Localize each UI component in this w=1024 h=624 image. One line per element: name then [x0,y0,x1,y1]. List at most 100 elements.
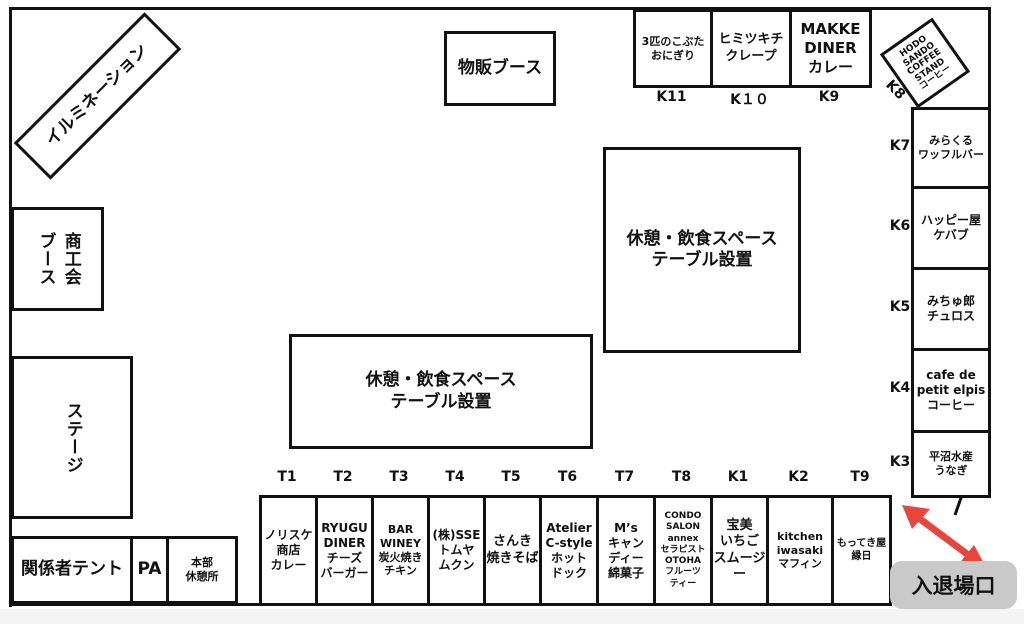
stall-line: ケバブ [933,228,969,242]
stall-line: クレープ [725,48,777,64]
stage-label: ステージ [62,401,83,474]
rest-space-1-line-2: テーブル設置 [651,250,753,270]
stall-line: トムヤ [438,543,475,557]
stall-id-label: K7 [889,138,911,154]
stall-line: カレー [270,558,307,572]
stall-line: BAR [387,523,414,536]
boundary-right [988,7,991,109]
stall-id-label: K11 [656,89,687,105]
stall-line: annex [667,533,699,544]
stall-line: ムクン [438,558,475,572]
stall-line: もってき屋 [836,538,887,549]
stall-line: SALON [665,522,701,533]
stall-K１０: ヒミツキチクレープ [710,9,792,88]
staff-tent-label: 関係者テント [21,559,123,580]
rest-space-1-line-1: 休憩・飲食スペース [626,228,778,249]
arrow-shaft [909,510,978,563]
stall-line: iwasaki [776,543,824,557]
boundary-top [10,7,991,10]
stall-line: M’s [614,520,638,535]
stall-line: フルーツ [665,567,701,578]
pa-label: PA [137,559,162,580]
stall-line: 平沼水産 [929,450,973,464]
chamber-booth-label-2: ブース [35,232,56,286]
stall-line: ホット [550,550,587,565]
stall-line: セラピスト [660,544,706,555]
stall-line: ノリスケ [264,528,313,542]
rest-space-1: 休憩・飲食スペース テーブル設置 [603,147,801,353]
stall-line: 焼きそば [486,550,539,566]
rest-space-2-line-1: 休憩・飲食スペース [365,370,517,391]
stall-line: 3匹のこぶた [641,34,705,48]
pa-booth: PA [130,536,169,604]
stall-line: チュロス [926,309,975,323]
stall-line: マフィン [778,557,822,571]
entrance-text: 入退場口 [911,574,996,598]
hq-rest-line-1: 本部 [191,556,213,570]
page-bottom-strip [0,609,1024,624]
stall-id-label: T3 [389,469,409,485]
arrow-head-up-icon [902,505,930,529]
stall-line: ティー [669,578,697,589]
stall-line: 綿菓子 [607,565,644,580]
stall-id-label: K１０ [730,92,769,108]
stall-line: おにぎり [651,48,695,62]
stall-line: DINER [323,535,366,550]
stall-line: キャン [607,535,644,550]
stall-id-label: K3 [889,454,911,470]
stall-line: ドック [550,565,587,580]
stall-id-label: T4 [445,469,465,485]
stall-id-label: K6 [889,218,911,234]
stall-line: いちご [719,534,759,550]
illumination-label: イルミネーション [42,40,153,151]
stall-K7: みらくるワッフルバー [911,107,991,189]
stall-line: 宝美 [726,518,753,533]
stage: ステージ [11,356,133,519]
stall-line: うなぎ [934,464,968,477]
stall-line: WINEY [380,536,421,550]
stall-line: バーガー [320,565,369,580]
stall-line: カレー [807,57,853,76]
stall-id-label: K9 [818,89,840,105]
chamber-booth-label-1: 商工会 [60,232,81,286]
hq-rest-area: 本部 休憩所 [166,536,238,604]
stall-id-label: T9 [850,469,870,485]
stall-T1: ノリスケ商店カレー [259,495,318,606]
stall-id-label: T7 [614,469,635,485]
stall-K6: ハッピー屋ケバブ [911,186,991,270]
stall-line: スムージー [713,550,766,582]
stall-K11: 3匹のこぶたおにぎり [633,9,713,88]
chamber-booth: 商工会 ブース [11,207,104,311]
stall-line: petit elpis [916,383,986,397]
staff-tent: 関係者テント [11,536,133,604]
stall-id-label: K1 [727,469,749,485]
pointer-line [953,495,964,516]
stall-line: さんき [492,534,532,550]
hq-rest-line-2: 休憩所 [185,570,219,583]
stall-line: OTOHA [665,556,701,567]
rest-space-2: 休憩・飲食スペース テーブル設置 [289,334,593,449]
stall-id-label: T6 [557,469,578,485]
merch-booth: 物販ブース [444,31,556,106]
stall-K3: 平沼水産うなぎ [911,430,991,498]
stall-line: 縁日 [851,550,872,562]
stall-line: 炭火焼き [378,550,423,564]
stall-line: C-style [545,535,593,550]
stall-line: ハッピー屋 [920,213,981,227]
stall-line: みらくる [929,134,973,148]
stall-id-label: T5 [501,469,521,485]
stall-line: kitchen [777,529,823,543]
stall-line: コーヒー [926,398,975,412]
stall-line: CONDO [664,511,702,522]
stall-id-label: K5 [889,299,911,315]
stall-line: チキン [384,564,417,578]
stall-K1: 宝美いちごスムージー [710,495,769,606]
